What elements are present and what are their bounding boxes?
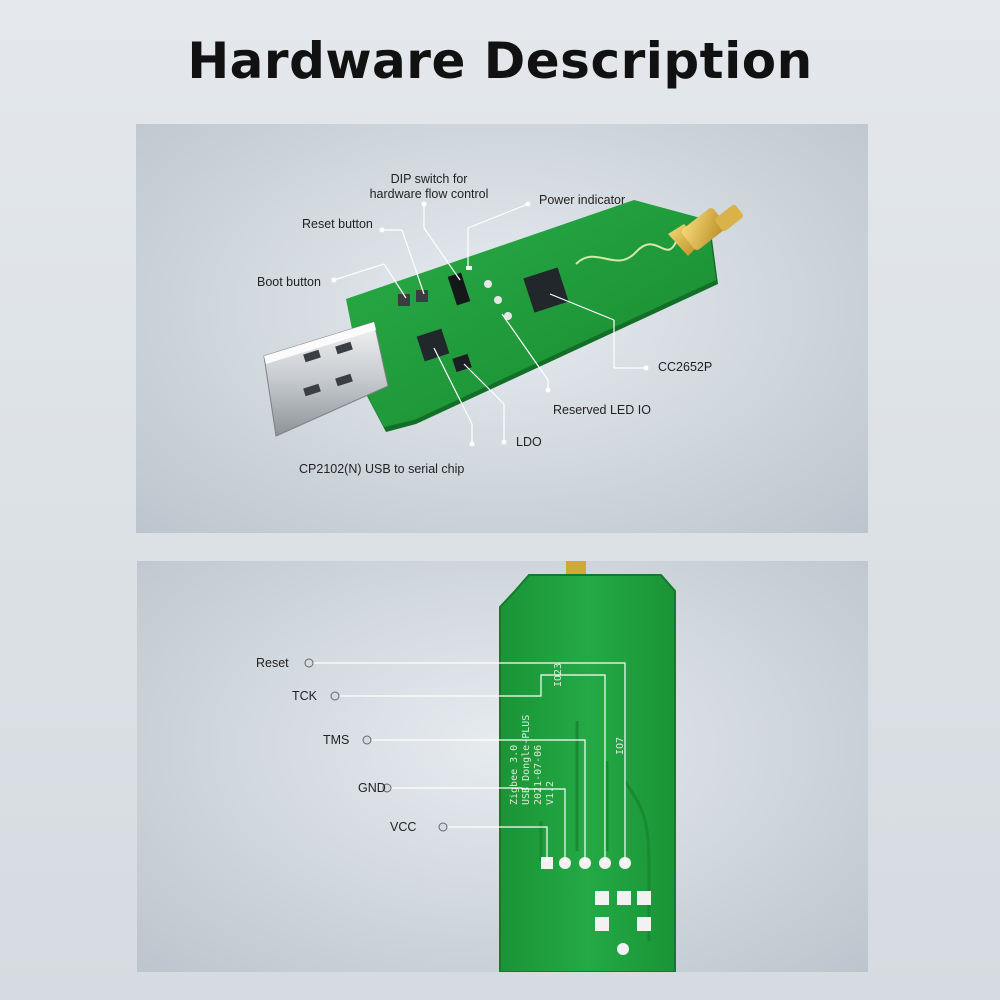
dip-switch bbox=[447, 272, 471, 306]
bottom-board-illustration: Zigbee 3.0 USB Dongle-PLUS 2021-07-06 V1… bbox=[304, 561, 676, 972]
bottom-product-photo-panel: Zigbee 3.0 USB Dongle-PLUS 2021-07-06 V1… bbox=[137, 561, 868, 972]
pcb-board-top bbox=[346, 200, 718, 432]
reset-button-part bbox=[398, 294, 410, 306]
label-reset-button: Reset button bbox=[302, 217, 373, 231]
label-power-indicator: Power indicator bbox=[539, 193, 626, 207]
pcb-traces bbox=[539, 721, 651, 941]
usb-connector bbox=[263, 321, 389, 437]
top-board-illustration bbox=[263, 200, 743, 447]
cc2652p-chip bbox=[523, 267, 569, 313]
boot-button-part bbox=[416, 290, 428, 302]
silk-io-b: IO7 bbox=[615, 737, 626, 755]
label-tms: TMS bbox=[323, 733, 350, 747]
label-gnd: GND bbox=[358, 781, 386, 795]
label-boot-button: Boot button bbox=[257, 275, 321, 289]
cp2102-chip bbox=[416, 328, 450, 362]
label-dip-switch-line1: DIP switch for bbox=[390, 172, 468, 186]
label-cc2652p: CC2652P bbox=[658, 360, 713, 374]
top-product-photo-panel: DIP switch for hardware flow control Pow… bbox=[136, 124, 868, 533]
label-cp2102: CP2102(N) USB to serial chip bbox=[299, 462, 465, 476]
label-ldo: LDO bbox=[516, 435, 542, 449]
pcb-board-bottom bbox=[500, 575, 675, 972]
power-led bbox=[466, 266, 472, 270]
label-dip-switch: DIP switch for hardware flow control bbox=[354, 172, 504, 202]
bottom-leader-lines bbox=[309, 662, 626, 863]
label-vcc: VCC bbox=[390, 820, 417, 834]
silk-line3: 2021-07-06 bbox=[533, 745, 544, 805]
pcb-components bbox=[398, 241, 677, 373]
label-reset: Reset bbox=[256, 656, 289, 670]
bottom-leader-dots bbox=[304, 658, 448, 832]
top-leader-lines bbox=[333, 203, 646, 444]
label-reserved-led-io: Reserved LED IO bbox=[553, 403, 651, 417]
sma-antenna-connector bbox=[668, 204, 743, 256]
top-leader-dots bbox=[331, 201, 649, 447]
label-tck: TCK bbox=[292, 689, 317, 703]
label-dip-switch-line2: hardware flow control bbox=[369, 187, 489, 201]
silk-line4: V1.2 bbox=[545, 781, 556, 805]
page-title: Hardware Description bbox=[187, 32, 813, 90]
silk-line2: USB Dongle-PLUS bbox=[521, 715, 532, 805]
silk-line1: Zigbee 3.0 bbox=[509, 745, 520, 805]
